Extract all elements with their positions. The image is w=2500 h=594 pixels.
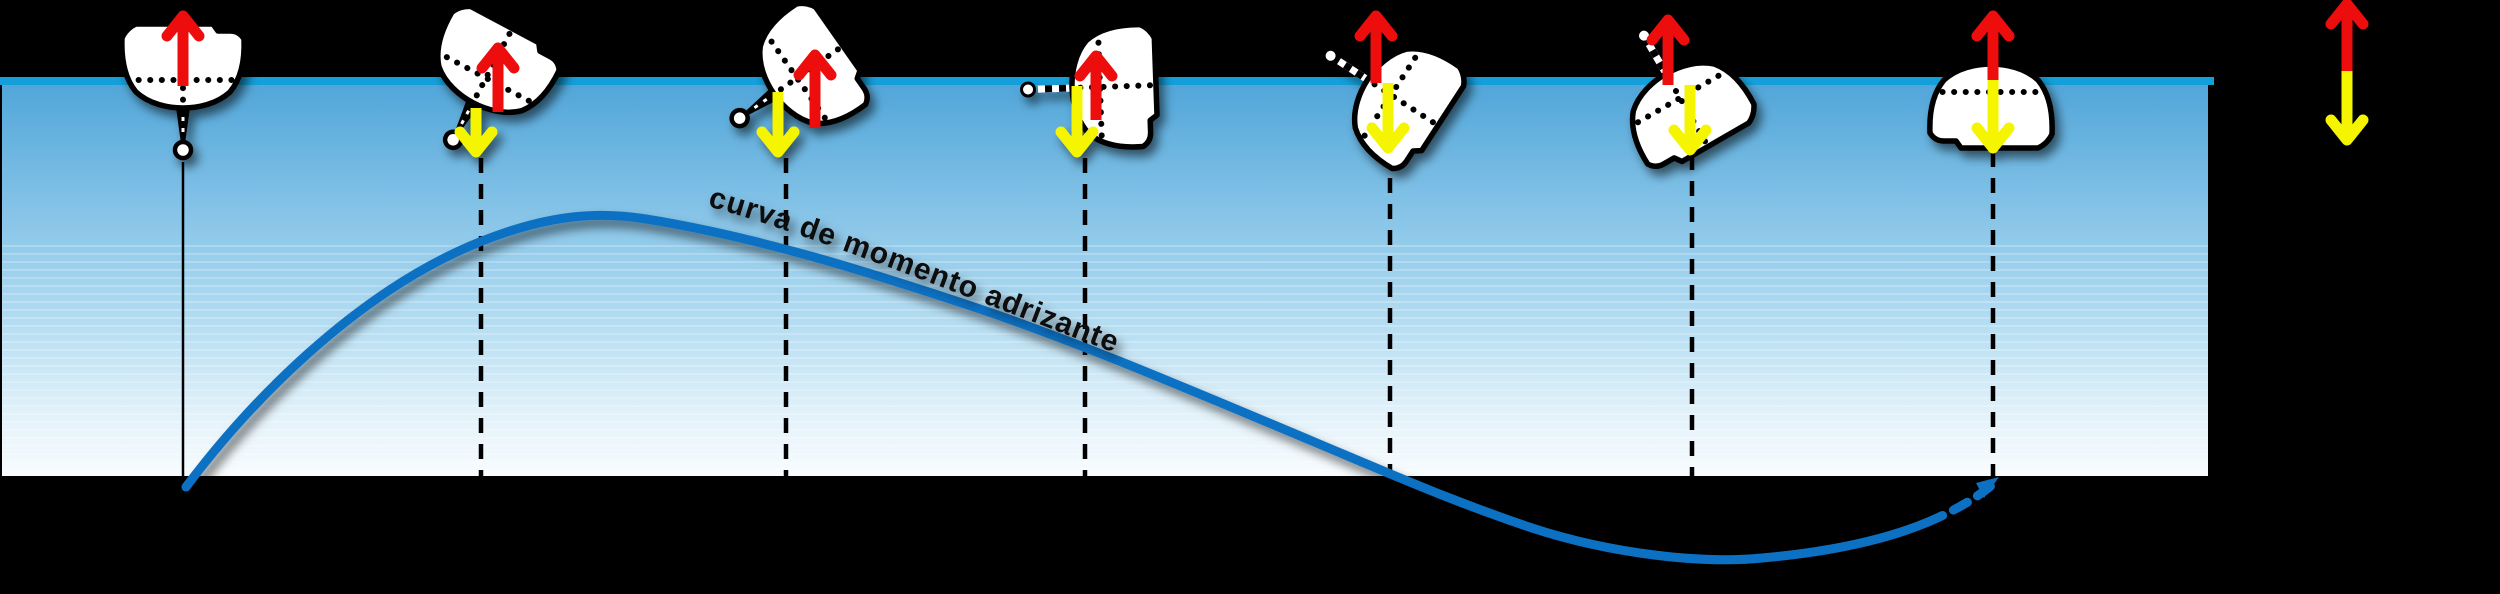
- centerline-dots: [1071, 82, 1153, 91]
- curve-end-arrowhead: [1976, 477, 1999, 498]
- keel-bulb: [729, 107, 750, 129]
- centerline-dots: [772, 46, 841, 96]
- legend-gravity-down-arrow: [2325, 71, 2369, 146]
- buoyancy-arrow-90deg: [1074, 50, 1118, 120]
- buoyancy-arrow-0deg: [161, 10, 205, 86]
- boats-layer: [122, 0, 2052, 177]
- boat-heel-28: [395, 0, 566, 158]
- buoyancy-arrow-55deg: [793, 49, 837, 128]
- buoyancy-arrow-28deg: [476, 42, 520, 112]
- buoyancy-arrow-123deg: [1354, 10, 1398, 83]
- centerline-dots: [1664, 72, 1708, 145]
- legend-buoyancy-up-arrow: [2325, 0, 2369, 71]
- design-waterline-dots: [1628, 67, 1732, 129]
- gravity-arrow-55deg: [756, 92, 800, 158]
- force-legend: [2325, 0, 2369, 146]
- gravity-arrow-28deg: [454, 108, 498, 158]
- keel-bulb: [1020, 81, 1037, 98]
- gravity-arrow-90deg: [1055, 86, 1099, 158]
- boat-heel-90: [1020, 24, 1158, 158]
- water-gradient-bands: [2, 245, 2208, 476]
- guide-lines: [181, 152, 1996, 476]
- righting-moment-curve: [181, 210, 1933, 565]
- boat-heel-150: [1588, 14, 1761, 177]
- centerline-dots: [470, 30, 513, 104]
- gravity-arrow-123deg: [1366, 83, 1410, 154]
- boat-heel-0: [122, 10, 244, 161]
- centerline-dots: [1366, 77, 1436, 126]
- boat-heel-180: [1930, 10, 2052, 154]
- boat-heel-55: [729, 0, 878, 158]
- boat-heel-123: [1322, 10, 1471, 177]
- buoyancy-arrow-150deg: [1646, 14, 1690, 85]
- gravity-arrow-180deg: [1971, 80, 2015, 154]
- keel-bulb: [1322, 47, 1339, 64]
- gravity-arrow-150deg: [1668, 85, 1712, 156]
- buoyancy-arrow-180deg: [1971, 10, 2015, 80]
- righting-moment-curve-layer: [181, 210, 1999, 565]
- keel-bulb: [172, 139, 194, 161]
